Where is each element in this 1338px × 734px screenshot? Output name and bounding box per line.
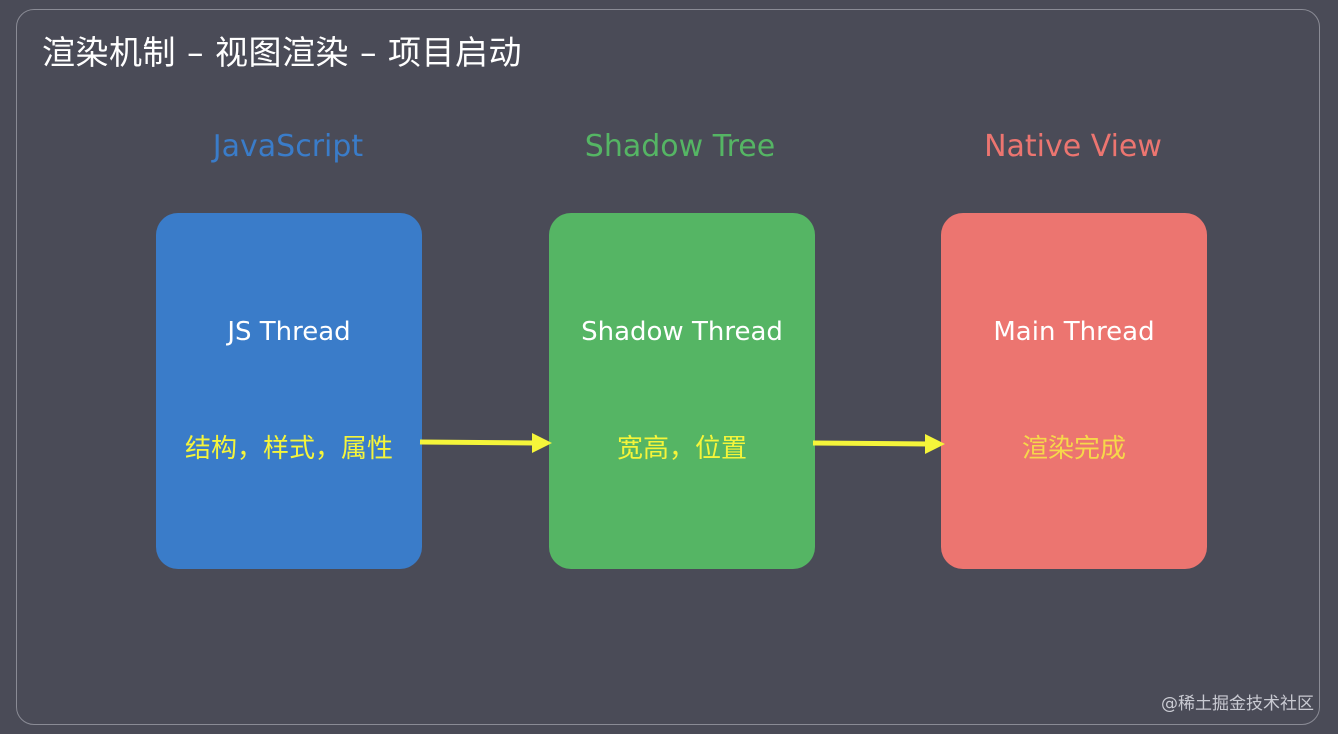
card-js-thread: JS Thread 结构，样式，属性 [156,213,422,569]
heading-javascript: JavaScript [212,129,364,164]
heading-native-view: Native View [984,129,1162,164]
card-js-thread-detail: 结构，样式，属性 [184,434,393,464]
card-main-thread-label: Main Thread [993,317,1155,347]
heading-shadow-tree: Shadow Tree [584,129,776,164]
page-title: 渲染机制 – 视图渲染 – 项目启动 [42,33,522,72]
card-shadow-thread: Shadow Thread 宽高，位置 [549,213,815,569]
card-main-thread-detail: 渲染完成 [1021,434,1126,464]
card-main-thread: Main Thread 渲染完成 [941,213,1207,569]
watermark: @稀土掘金技术社区 [1161,694,1314,714]
card-shadow-thread-label: Shadow Thread [581,317,783,347]
arrow-shadow-to-main [812,434,945,454]
card-js-thread-label: JS Thread [227,317,351,347]
arrow-js-to-shadow [419,433,552,453]
card-shadow-thread-detail: 宽高，位置 [616,434,747,464]
